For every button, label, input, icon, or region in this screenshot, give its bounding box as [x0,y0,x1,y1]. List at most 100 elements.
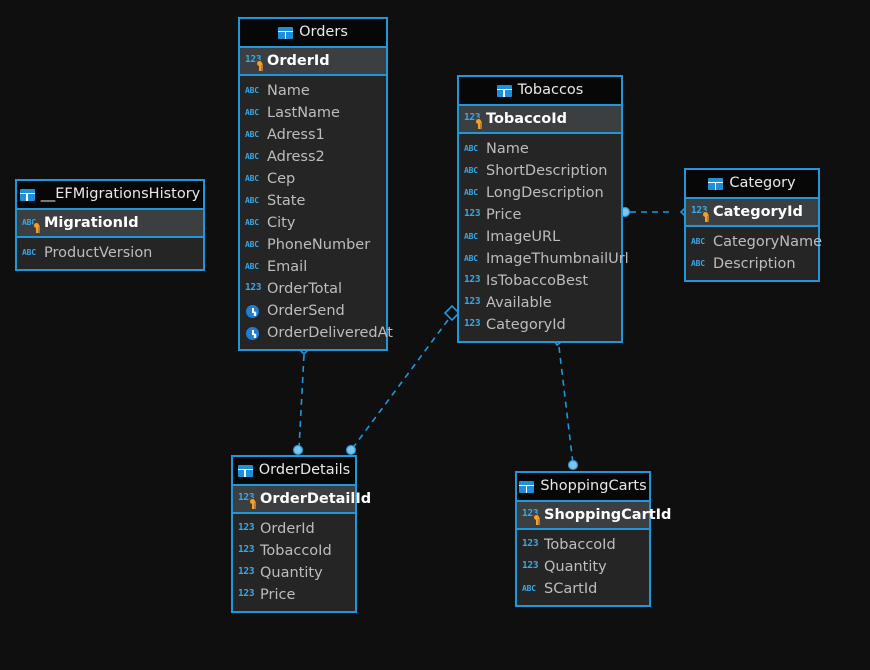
field-row[interactable]: City [240,212,386,234]
field-row[interactable]: SCartId [517,578,649,600]
field-label: Quantity [260,564,323,581]
field-row[interactable]: ProductVersion [17,242,203,264]
field-row[interactable]: Adress1 [240,124,386,146]
primary-key-row-efmigrationshistory[interactable]: MigrationId [17,210,203,238]
entity-title-shoppingcarts: ShoppingCarts [540,477,647,494]
primary-key-row-tobaccos[interactable]: TobaccoId [459,106,621,134]
field-row[interactable]: State [240,190,386,212]
marker-circle-shoppingcarts-top [567,459,579,471]
entity-header-tobaccos[interactable]: Tobaccos [459,77,621,106]
entity-header-efmigrationshistory[interactable]: __EFMigrationsHistory [17,181,203,210]
field-row[interactable]: OrderDeliveredAt [240,322,393,344]
entity-table-efmigrationshistory[interactable]: __EFMigrationsHistoryMigrationIdProductV… [15,179,205,271]
field-row[interactable]: Description [686,253,818,275]
field-row[interactable]: Name [240,80,386,102]
field-label: TobaccoId [544,536,616,553]
entity-header-shoppingcarts[interactable]: ShoppingCarts [517,473,649,502]
entity-table-orders[interactable]: OrdersOrderIdNameLastNameAdress1Adress2C… [238,17,393,351]
field-row[interactable]: LongDescription [459,182,621,204]
field-label: OrderId [260,520,315,537]
num-icon [522,537,538,553]
field-row[interactable]: Price [459,204,621,226]
field-row[interactable]: Quantity [517,556,649,578]
primary-key-row-category[interactable]: CategoryId [686,199,818,227]
num-icon [464,111,481,129]
abc-icon [245,259,261,275]
field-label: Name [267,82,310,99]
field-row[interactable]: ImageURL [459,226,621,248]
num-icon [238,491,257,509]
key-icon [33,223,41,233]
field-row[interactable]: Quantity [233,562,355,584]
abc-icon [245,193,261,209]
abc-icon [464,141,480,157]
entity-header-orders[interactable]: Orders [240,19,386,48]
field-label: ImageURL [486,228,561,245]
primary-key-row-orderdetails[interactable]: OrderDetailId [233,486,371,514]
primary-key-row-shoppingcarts[interactable]: ShoppingCartId [517,502,671,530]
field-row[interactable]: Available [459,292,621,314]
abc-icon [245,215,261,231]
entity-table-shoppingcarts[interactable]: ShoppingCartsShoppingCartIdTobaccoIdQuan… [515,471,671,607]
clock-icon [245,303,261,319]
entity-header-orderdetails[interactable]: OrderDetails [233,457,355,486]
field-row[interactable]: ShortDescription [459,160,621,182]
num-icon [691,204,708,222]
primary-key-label-category: CategoryId [713,203,803,220]
abc-icon [245,171,261,187]
field-row[interactable]: Cep [240,168,386,190]
abc-icon [245,237,261,253]
field-label: CategoryId [486,316,566,333]
field-row[interactable]: OrderSend [240,300,386,322]
field-label: Email [267,258,308,275]
entity-table-category[interactable]: CategoryCategoryIdCategoryNameDescriptio… [684,168,822,282]
field-row[interactable]: CategoryName [686,231,822,253]
field-label: CategoryName [713,233,823,250]
field-row[interactable]: LastName [240,102,386,124]
field-label: SCartId [544,580,598,597]
field-row[interactable]: Name [459,138,621,160]
abc-icon [522,581,538,597]
field-row[interactable]: Email [240,256,386,278]
field-label: IsTobaccoBest [486,272,589,289]
entity-table-tobaccos[interactable]: TobaccosTobaccoIdNameShortDescriptionLon… [457,75,629,343]
abc-icon [464,251,480,267]
abc-icon [691,234,707,250]
key-icon [249,499,257,509]
table-icon [237,464,253,477]
relationship-line-tobaccos-shoppingcarts [558,346,574,465]
entity-title-orderdetails: OrderDetails [258,461,351,478]
field-row[interactable]: OrderTotal [240,278,386,300]
field-row[interactable]: TobaccoId [517,534,649,556]
field-row[interactable]: Adress2 [240,146,386,168]
num-icon [522,559,538,575]
field-row[interactable]: Price [233,584,355,606]
field-list-category: CategoryNameDescription [686,227,822,280]
field-row[interactable]: IsTobaccoBest [459,270,621,292]
field-row[interactable]: OrderId [233,518,355,540]
primary-key-label-shoppingcarts: ShoppingCartId [544,506,672,523]
table-icon [19,188,35,201]
field-label: Available [486,294,552,311]
field-row[interactable]: ImageThumbnailUrl [459,248,629,270]
field-list-tobaccos: NameShortDescriptionLongDescriptionPrice… [459,134,629,341]
primary-key-row-orders[interactable]: OrderId [240,48,386,76]
primary-key-label-efmigrationshistory: MigrationId [44,214,139,231]
field-label: ShortDescription [486,162,608,179]
entity-table-orderdetails[interactable]: OrderDetailsOrderDetailIdOrderIdTobaccoI… [231,455,371,613]
field-label: OrderSend [267,302,345,319]
num-icon [238,565,254,581]
field-row[interactable]: PhoneNumber [240,234,386,256]
table-icon [708,177,724,190]
abc-icon [22,245,38,261]
field-row[interactable]: CategoryId [459,314,621,336]
field-label: TobaccoId [260,542,332,559]
primary-key-label-orderdetails: OrderDetailId [260,490,372,507]
entity-header-category[interactable]: Category [686,170,818,199]
abc-icon [464,163,480,179]
field-row[interactable]: TobaccoId [233,540,355,562]
field-label: OrderTotal [267,280,343,297]
field-list-efmigrationshistory: ProductVersion [17,238,203,269]
